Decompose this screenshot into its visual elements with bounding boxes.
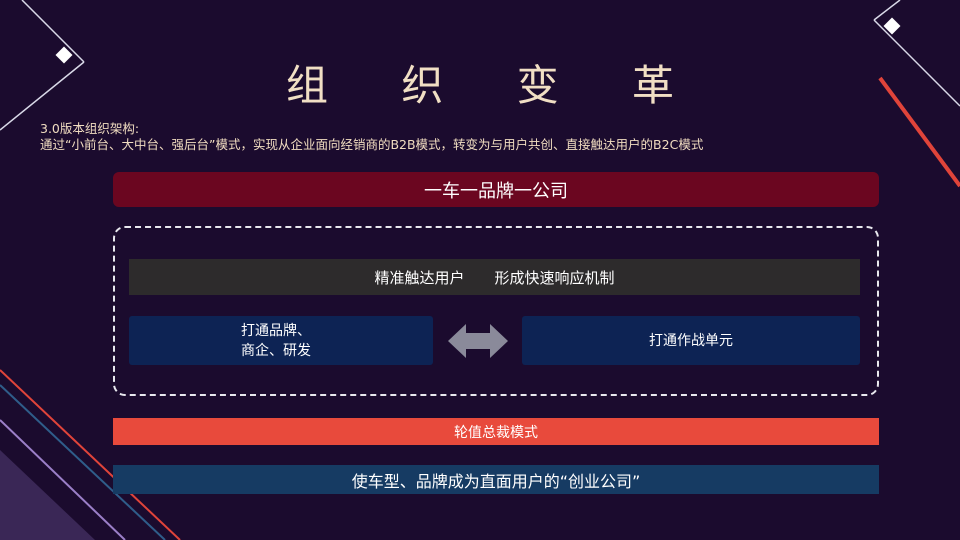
- deco-blue-line-bottom-left: [0, 384, 166, 540]
- red-bar: 轮值总裁模式: [113, 418, 879, 445]
- deco-purple-line: [0, 419, 126, 540]
- deco-triangle-bottom-left: [0, 450, 95, 540]
- teal-bar-label: 使车型、品牌成为直面用户的“创业公司”: [351, 471, 641, 491]
- red-bar-label: 轮值总裁模式: [454, 424, 538, 441]
- top-bar-label: 一车一品牌一公司: [424, 180, 568, 202]
- diamond-icon: [883, 17, 901, 35]
- left-box-line-2: 商企、研发: [241, 342, 311, 359]
- right-box-label: 打通作战单元: [649, 332, 733, 349]
- gray-bar: 精准触达用户 形成快速响应机制: [129, 259, 860, 295]
- subtitle-line-1: 3.0版本组织架构:: [40, 121, 140, 136]
- right-blue-box: 打通作战单元: [522, 316, 860, 365]
- slide-title: 组 织 变 革: [285, 61, 705, 110]
- left-box-line-1: 打通品牌、: [241, 322, 311, 339]
- gray-bar-label-a: 精准触达用户: [374, 268, 465, 287]
- teal-bar: 使车型、品牌成为直面用户的“创业公司”: [113, 465, 879, 494]
- deco-line-top-right-2: [873, 0, 901, 21]
- left-blue-box: 打通品牌、 商企、研发: [129, 316, 433, 365]
- top-bar: 一车一品牌一公司: [113, 172, 879, 207]
- double-arrow-icon: [448, 324, 508, 358]
- slide-subtitle: 3.0版本组织架构: 通过“小前台、大中台、强后台”模式，实现从企业面向经销商的…: [40, 121, 703, 153]
- subtitle-line-2: 通过“小前台、大中台、强后台”模式，实现从企业面向经销商的B2B模式，转变为与用…: [40, 137, 704, 152]
- gray-bar-label-b: 形成快速响应机制: [494, 268, 615, 287]
- dashed-container: [113, 226, 879, 396]
